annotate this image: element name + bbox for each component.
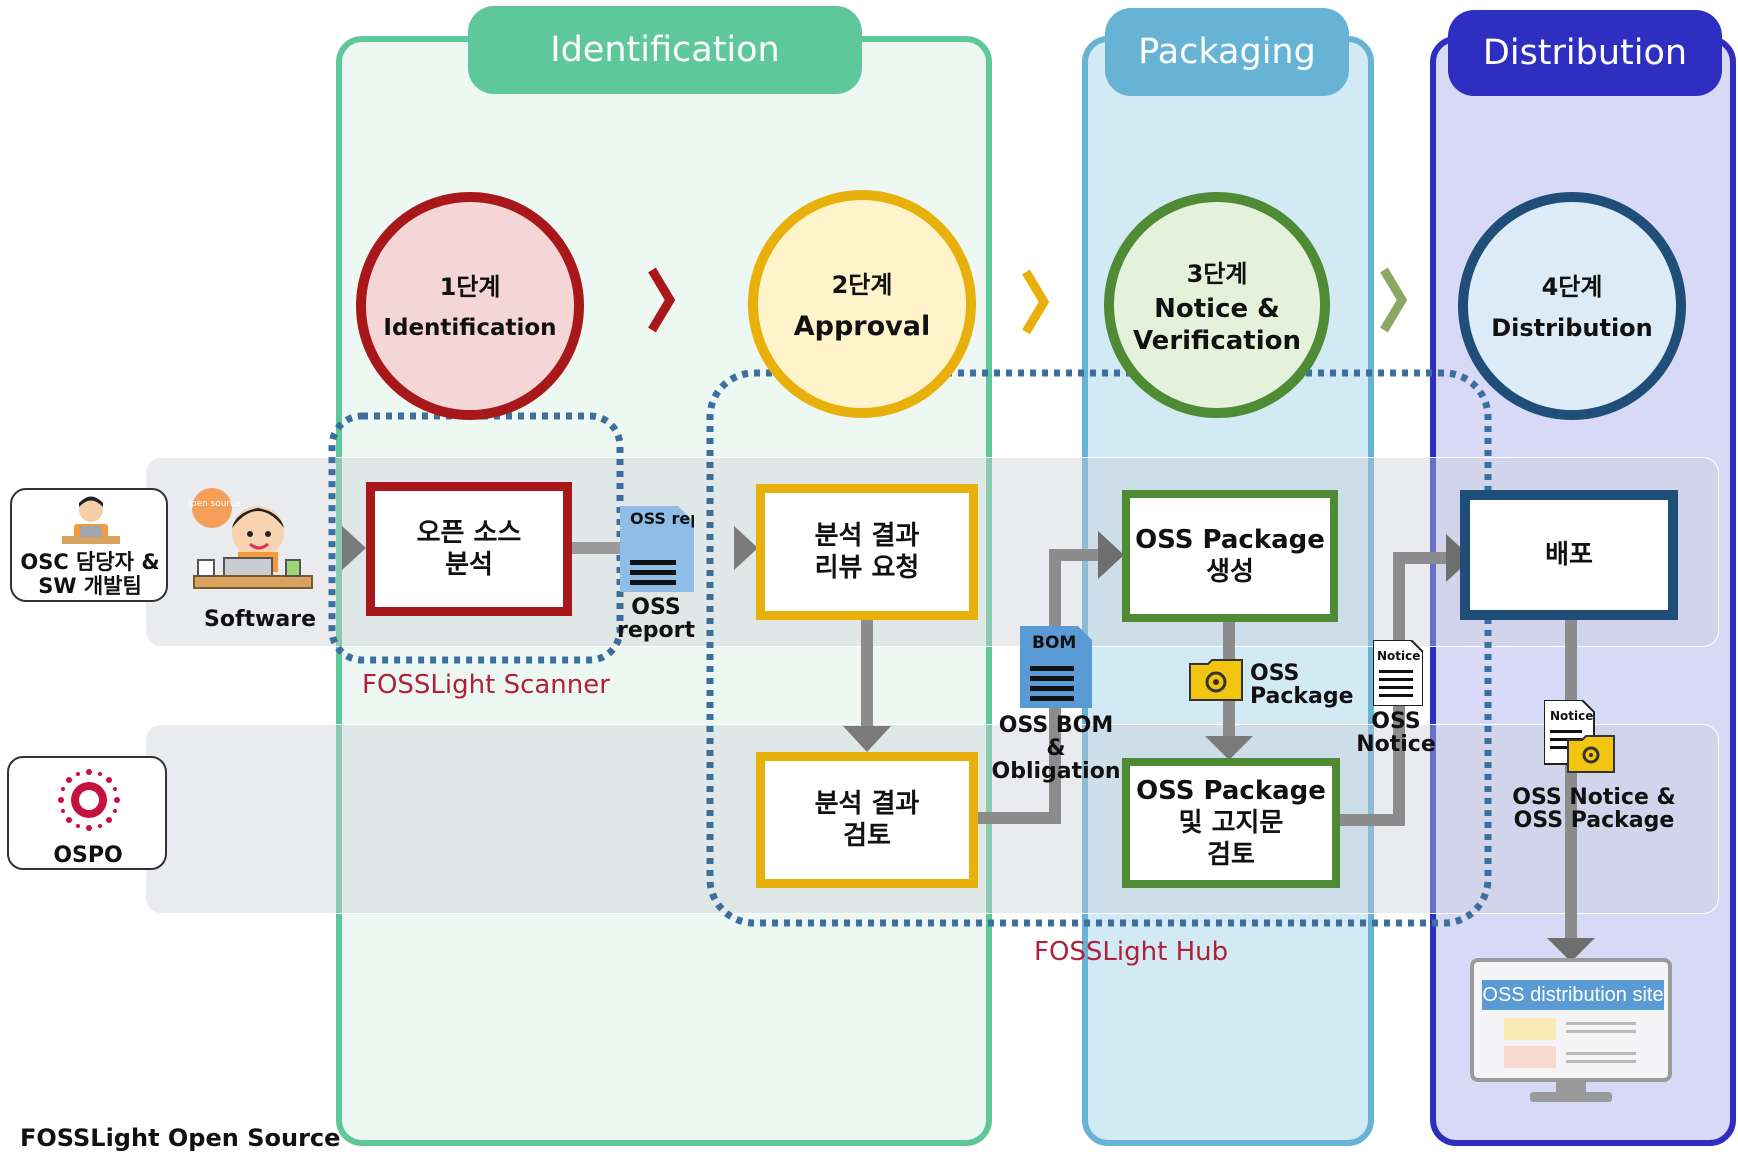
site-text-line — [1566, 1030, 1636, 1033]
arrow-to-review-icon — [843, 726, 891, 752]
ospo-logo-icon — [58, 769, 120, 831]
arrow-to-package-create-icon — [1098, 531, 1124, 579]
phase-tab-identification: Identification — [468, 6, 862, 94]
step-4-name: Distribution — [1491, 314, 1653, 342]
svg-text:Notice: Notice — [1550, 709, 1593, 723]
bom-icon-text: BOM — [1032, 633, 1076, 653]
monitor-stand — [1556, 1082, 1586, 1094]
footer-text: FOSSLight Open Source — [20, 1124, 341, 1152]
fosslight-hub-region — [706, 369, 1492, 927]
fosslight-scanner-label: FOSSLight Scanner — [362, 670, 610, 700]
software-label: Software — [204, 607, 316, 632]
chevron-3-icon — [1380, 267, 1408, 333]
oss-report-document-icon: OSS report — [620, 506, 694, 592]
notice-and-package-label: OSS Notice & OSS Package — [1512, 785, 1676, 833]
open-source-bubble-text: Open source — [188, 499, 241, 509]
oss-bom-document-icon: BOM — [1020, 626, 1092, 708]
package-review-box: OSS Package 및 고지문 검토 — [1122, 758, 1340, 888]
arrow-to-site-icon — [1547, 938, 1595, 962]
oss-report-label: OSS report — [617, 595, 695, 643]
step-2-name: Approval — [793, 311, 931, 342]
step-2-circle: 2단계 Approval — [748, 190, 976, 418]
oss-package-label: OSS Package — [1250, 661, 1354, 709]
distribution-site-monitor: OSS distribution site — [1470, 958, 1672, 1082]
distribution-site-banner: OSS distribution site — [1482, 980, 1664, 1010]
open-source-analysis-box: 오픈 소스 분석 — [366, 482, 572, 616]
monitor-base — [1530, 1092, 1612, 1102]
distribution-site-title: OSS distribution site — [1482, 984, 1664, 1006]
developer-icon — [62, 496, 120, 544]
step-4-circle: 4단계 Distribution — [1458, 192, 1686, 420]
oss-notice-document-icon: Notice — [1373, 640, 1423, 706]
distribute-box: 배포 — [1460, 490, 1678, 620]
site-text-line — [1566, 1052, 1636, 1055]
review-request-box: 분석 결과 리뷰 요청 — [756, 484, 978, 620]
site-text-line — [1566, 1022, 1636, 1025]
ospo-label: OSPO — [53, 843, 123, 868]
ospo-actor: OSPO — [7, 756, 167, 870]
fosslight-hub-label: FOSSLight Hub — [1034, 937, 1229, 967]
arrow-to-package-review-icon — [1205, 736, 1253, 760]
package-create-box: OSS Package 생성 — [1122, 490, 1338, 622]
step-3-circle: 3단계 Notice & Verification — [1104, 192, 1330, 418]
phase-tab-packaging: Packaging — [1105, 8, 1349, 96]
review-box: 분석 결과 검토 — [756, 752, 978, 888]
chevron-1-icon — [648, 267, 676, 333]
step-1-number: 1단계 — [439, 273, 501, 301]
step-2-number: 2단계 — [831, 271, 893, 299]
arrow-to-review-request-icon — [734, 526, 758, 570]
step-3-name: Notice & Verification — [1132, 293, 1301, 356]
chevron-2-icon — [1022, 269, 1050, 335]
report-icon-text: OSS report — [630, 509, 694, 528]
arrow-to-analysis-icon — [342, 526, 366, 570]
step-1-name: Identification — [383, 315, 557, 341]
step-4-number: 4단계 — [1541, 273, 1603, 301]
phase-tab-distribution: Distribution — [1448, 10, 1722, 96]
step-3-number: 3단계 — [1186, 259, 1248, 288]
developer-label: OSC 담당자 & SW 개발팀 — [20, 550, 160, 598]
oss-notice-label: OSS Notice — [1356, 709, 1436, 757]
notice-icon-text: Notice — [1377, 649, 1420, 663]
step-1-circle: 1단계 Identification — [356, 192, 584, 420]
developer-actor: OSC 담당자 & SW 개발팀 — [10, 488, 168, 602]
notice-and-package-icon: Notice — [1544, 700, 1615, 773]
oss-bom-label: OSS BOM & Obligation — [991, 713, 1121, 784]
software-developer-icon: Open source — [188, 488, 313, 589]
site-content-block — [1504, 1018, 1556, 1040]
oss-package-folder-icon — [1189, 659, 1243, 701]
site-text-line — [1566, 1060, 1636, 1063]
arrow-to-distribute-icon — [1446, 534, 1472, 582]
site-content-block — [1504, 1046, 1556, 1068]
